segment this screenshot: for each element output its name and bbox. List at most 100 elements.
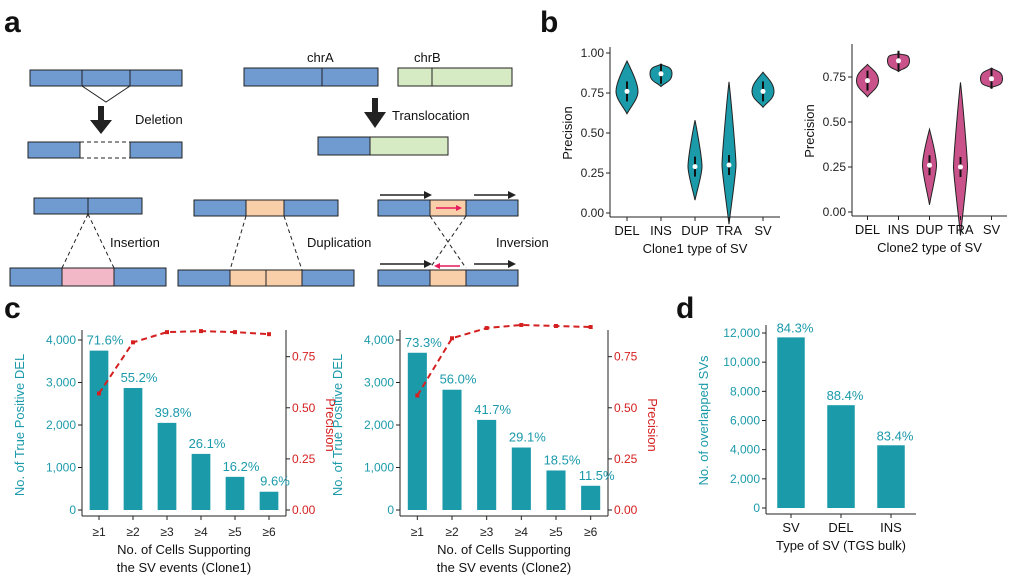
x-axis-title: No. of Cells Supporting [117, 542, 251, 557]
duplication-schematic: Duplication [177, 199, 371, 287]
precision-point [131, 340, 135, 345]
precision-point [233, 330, 237, 335]
bar-value-label: 73.3% [405, 335, 442, 350]
bar-5 [225, 476, 245, 510]
x-tick-label: ≥4 [194, 525, 208, 539]
y2-tick-label: 0.50 [614, 401, 638, 415]
y-tick-label: 12,000 [723, 326, 760, 340]
x-axis-title-line2: the SV events (Clone2) [437, 560, 571, 575]
precision-point [519, 322, 524, 327]
precision-point [97, 391, 101, 396]
bar-3 [477, 419, 497, 510]
y-tick-label: 3,000 [46, 376, 76, 390]
bar-6 [581, 485, 601, 510]
y-axis-title: Precision [560, 106, 575, 159]
bar-1 [407, 352, 427, 510]
bar-sv [777, 337, 805, 508]
x-axis-title: Type of SV (TGS bulk) [776, 538, 906, 553]
violin-median-point [896, 58, 901, 64]
y2-tick-label: 0.75 [614, 350, 638, 364]
x-tick-label: ≥2 [126, 525, 140, 539]
y2-axis-title: Precision [645, 398, 660, 451]
y-tick-label: 3,000 [364, 376, 394, 390]
deletion-schematic: Deletion [27, 69, 183, 159]
x-tick-label: INS [880, 520, 902, 535]
violin-median-point [989, 76, 994, 82]
precision-point [199, 329, 203, 334]
precision-point [415, 393, 420, 398]
y-tick-label: 4,000 [730, 443, 760, 457]
violin-median-point [927, 162, 932, 168]
x-tick-label: INS [888, 222, 910, 237]
y-tick-label: 4,000 [364, 333, 394, 347]
x-tick-label: ≥4 [515, 525, 529, 539]
x-tick-label: ≥3 [480, 525, 494, 539]
violin-median-point [726, 162, 732, 168]
y-tick-label: 1.00 [581, 46, 605, 60]
y-tick-label: 0 [387, 503, 394, 517]
down-arrow-icon [364, 98, 386, 128]
insertion-schematic: Insertion [9, 197, 167, 287]
precision-line [416, 323, 591, 397]
precision-point [588, 325, 593, 330]
precision-point [267, 332, 271, 337]
x-axis-title: No. of Cells Supporting [437, 542, 571, 557]
y-tick-label: 4,000 [46, 333, 76, 347]
x-tick-label: SV [983, 222, 1001, 237]
y-tick-label: 0.50 [823, 115, 847, 129]
bar-value-label: 39.8% [155, 405, 192, 420]
panel-label-d: d [676, 292, 694, 325]
bar-value-label: 16.2% [223, 459, 260, 474]
y-axis-title: Precision [802, 104, 817, 157]
y-tick-label: 0.75 [581, 86, 605, 100]
x-tick-label: ≥1 [411, 525, 425, 539]
bar-ins [877, 445, 905, 508]
y2-axis-title: Precision [323, 398, 338, 451]
bar-value-label: 83.4% [877, 428, 914, 443]
inversion-label: Inversion [496, 235, 549, 250]
sv-diagram: Deletion chrA chrB Translocation Inserti… [9, 50, 549, 287]
x-tick-label: INS [650, 223, 672, 238]
y2-tick-label: 0.00 [614, 503, 638, 517]
x-tick-label: DEL [828, 520, 853, 535]
bar-5 [546, 470, 566, 510]
x-tick-label: TRA [948, 222, 974, 237]
x-tick-label: TRA [716, 223, 742, 238]
x-tick-label: SV [754, 223, 772, 238]
bar-chart-clone1: 01,0002,0003,0004,0000.000.250.500.7571.… [12, 329, 338, 575]
y-tick-label: 2,000 [730, 472, 760, 486]
violin-median-point [958, 164, 963, 170]
y-tick-label: 0.00 [581, 206, 605, 220]
translocation-schematic: chrA chrB Translocation [243, 50, 513, 156]
y-axis-title: No. of True Positive DEL [12, 354, 27, 496]
bar-value-label: 18.5% [544, 452, 581, 467]
y-tick-label: 10,000 [723, 355, 760, 369]
y-tick-label: 0 [69, 503, 76, 517]
y2-tick-label: 0.50 [292, 401, 316, 415]
precision-point [450, 336, 454, 341]
y-tick-label: 8,000 [730, 384, 760, 398]
bar-chart-clone2: 01,0002,0003,0004,0000.000.250.500.7573.… [330, 322, 660, 575]
x-tick-label: DEL [614, 223, 639, 238]
x-tick-label: ≥6 [584, 525, 598, 539]
violin-tra [721, 81, 737, 225]
bar-value-label: 84.3% [777, 320, 814, 335]
down-arrow-icon [90, 106, 112, 134]
bar-4 [511, 447, 531, 510]
y-tick-label: 0.75 [823, 70, 847, 84]
y-tick-label: 1,000 [46, 461, 76, 475]
chrB-label: chrB [414, 50, 441, 65]
violin-median-point [865, 78, 870, 84]
x-tick-label: ≥5 [549, 525, 563, 539]
y2-tick-label: 0.00 [292, 503, 316, 517]
x-tick-label: SV [782, 520, 800, 535]
duplication-label: Duplication [307, 235, 371, 250]
x-tick-label: DEL [855, 222, 880, 237]
x-axis-title: Clone1 type of SV [643, 241, 748, 256]
bar-value-label: 29.1% [509, 430, 546, 445]
bar-value-label: 26.1% [189, 436, 226, 451]
y-tick-label: 0.00 [823, 205, 847, 219]
precision-point [484, 326, 489, 331]
